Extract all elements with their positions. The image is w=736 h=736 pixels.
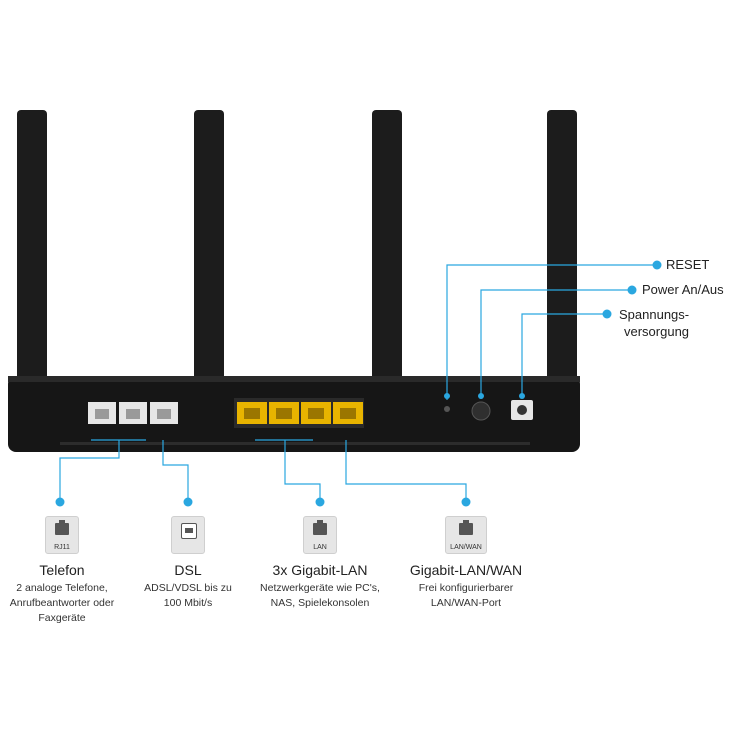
- power-label: Power An/Aus: [642, 282, 724, 297]
- port-description: Netzwerkgeräte wie PC's,NAS, Spielekonso…: [260, 582, 380, 609]
- lan-port-icon: LAN: [303, 516, 337, 554]
- antenna-4: [547, 110, 577, 405]
- antenna-3: [372, 110, 402, 405]
- lan-ports: [234, 398, 364, 428]
- vent-ridges: [60, 442, 530, 445]
- callout-dots: [55, 260, 662, 507]
- port-telefon: RJ11 Telefon 2 analoge Telefone,Anrufbea…: [0, 516, 142, 626]
- port-title: Telefon: [39, 562, 85, 578]
- power-supply-label-line1: Spannungs-: [619, 307, 690, 322]
- reset-label: RESET: [666, 257, 710, 272]
- power-supply-label-line2: versorgung: [624, 324, 690, 339]
- port-wan: LAN/WAN Gigabit-LAN/WAN Frei konfigurier…: [386, 516, 546, 611]
- callout-lines: [59, 264, 657, 500]
- port-lan: LAN 3x Gigabit-LAN Netzwerkgeräte wie PC…: [240, 516, 400, 611]
- port-title: 3x Gigabit-LAN: [272, 562, 368, 578]
- reset-hole: [444, 406, 450, 412]
- lan-wan-port-icon: LAN/WAN: [445, 516, 487, 554]
- power-button: [471, 401, 491, 421]
- port-description: 2 analoge Telefone,Anrufbeantworter oder…: [9, 582, 115, 624]
- phone-jack-icon: RJ11: [45, 516, 79, 554]
- antenna-1: [17, 110, 47, 405]
- port-title: DSL: [174, 562, 202, 578]
- port-title: Gigabit-LAN/WAN: [409, 562, 523, 578]
- dsl-port-icon: [171, 516, 205, 554]
- antenna-2: [194, 110, 224, 405]
- phone-ports: [88, 402, 178, 424]
